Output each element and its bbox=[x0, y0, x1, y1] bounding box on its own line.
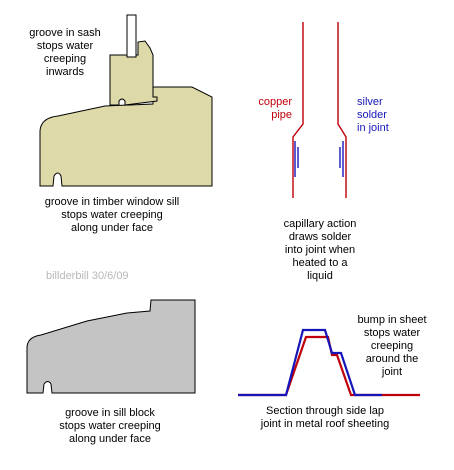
silver-solder-label: silver solder in joint bbox=[357, 96, 389, 134]
glass-pane bbox=[126, 14, 137, 58]
silver-solder bbox=[294, 141, 344, 177]
timber-sash bbox=[109, 40, 158, 106]
copper-pipe-label: copper pipe bbox=[258, 96, 292, 121]
sill-block bbox=[26, 299, 196, 394]
capillary-action-label: capillary action draws solder into joint… bbox=[283, 218, 357, 282]
section-lap-label: Section through side lap joint in metal … bbox=[260, 405, 390, 430]
sill-groove-label: groove in timber window sill stops water… bbox=[44, 196, 180, 234]
credit-text: billderbill 30/6/09 bbox=[46, 270, 129, 282]
bump-sheet-label: bump in sheet stops water creeping aroun… bbox=[357, 314, 427, 378]
sash-groove-label: groove in sash stops water creeping inwa… bbox=[29, 27, 101, 78]
upper-sheet bbox=[238, 328, 382, 397]
sill-block-groove-label: groove in sill block stops water creepin… bbox=[59, 407, 161, 445]
copper-pipe bbox=[292, 22, 347, 198]
timber-sill bbox=[39, 86, 213, 187]
